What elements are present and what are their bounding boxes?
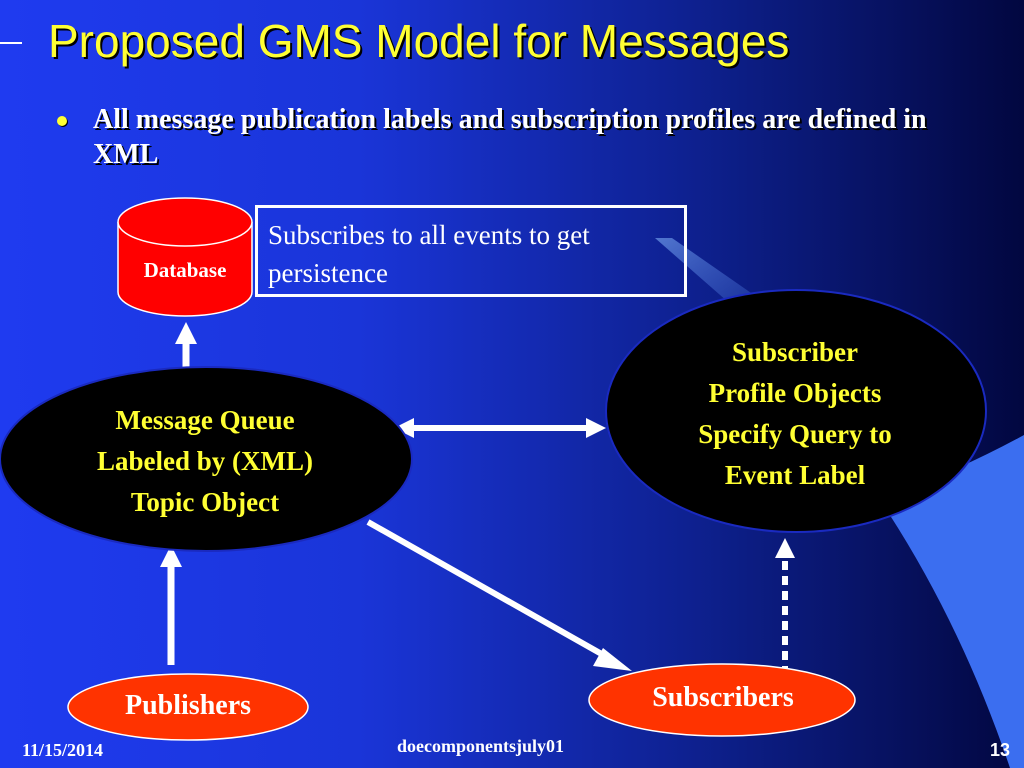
subscribers-label: Subscribers	[652, 682, 794, 713]
bullet-text: All message publication labels and subsc…	[93, 104, 927, 170]
message-queue-label: Message Queue Labeled by (XML) Topic Obj…	[97, 405, 313, 517]
bullet-icon	[57, 116, 67, 126]
footer-date: 11/15/2014	[22, 740, 104, 760]
publishers-label: Publishers	[124, 690, 252, 721]
arrow-queue-to-subscribers	[366, 519, 632, 671]
arrow-subscribers-to-profiles-dotted	[775, 538, 795, 675]
subscriber-profile-ellipse	[605, 289, 987, 533]
database-cylinder	[117, 197, 253, 317]
arrow-queue-to-database	[175, 322, 197, 368]
slide-number: 13	[990, 740, 1011, 760]
top-left-rule	[0, 42, 22, 44]
arrow-publishers-to-queue	[160, 545, 182, 665]
subscriber-profile-label: Subscriber Profile Objects Specify Query…	[698, 337, 892, 490]
decor-arc	[880, 435, 1024, 768]
persistence-note: Subscribes to all events to get persiste…	[255, 205, 687, 297]
publishers-pill	[67, 673, 309, 741]
database-label: Database	[143, 258, 227, 282]
slide-title: Proposed GMS Model for Messages	[48, 15, 790, 67]
footer-center-text: doecomponentsjuly01	[397, 736, 565, 756]
subscribers-pill	[588, 663, 856, 737]
message-queue-ellipse	[0, 366, 413, 552]
arrow-queue-profiles-bidirectional	[394, 418, 606, 438]
